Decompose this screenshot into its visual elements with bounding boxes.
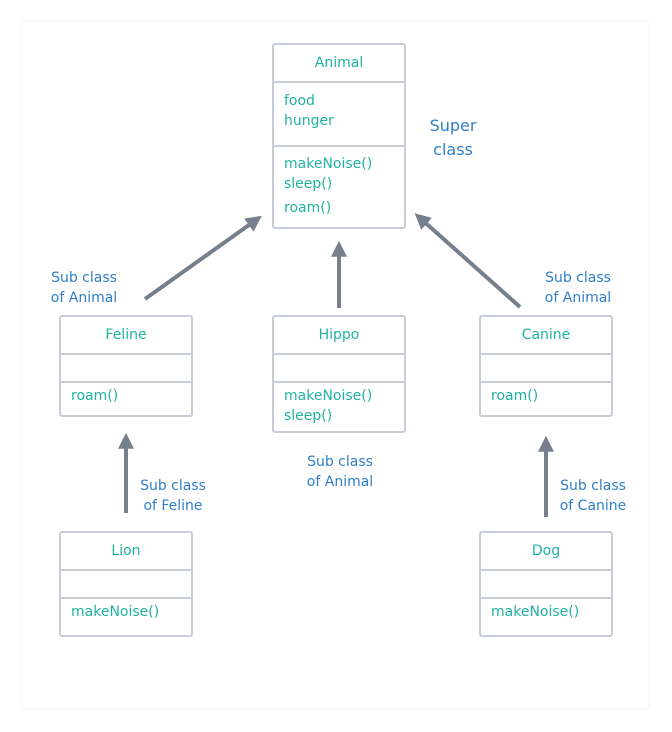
- method-roam: roam(): [284, 200, 332, 216]
- class-box-lion: Lion makeNoise(): [59, 531, 193, 637]
- label-canine-subclass: Sub class of Animal: [534, 268, 622, 308]
- attributes-section: food hunger: [274, 81, 404, 145]
- class-name-feline: Feline: [61, 317, 191, 353]
- label-feline-subclass: Sub class of Animal: [40, 268, 128, 308]
- method-roam: roam(): [71, 388, 119, 404]
- label-line: class: [433, 140, 473, 159]
- attributes-section: [481, 569, 611, 597]
- class-title: Lion: [111, 543, 141, 559]
- class-name-hippo: Hippo: [274, 317, 404, 353]
- label-line: of Feline: [143, 498, 203, 514]
- class-box-dog: Dog makeNoise(): [479, 531, 613, 637]
- arrow-feline-to-animal: [143, 215, 262, 301]
- label-line: Sub class: [51, 270, 117, 286]
- label-line: of Animal: [50, 290, 118, 306]
- class-title: Dog: [531, 543, 561, 559]
- method-sleep: sleep(): [284, 176, 333, 192]
- label-dog-subclass: Sub class of Canine: [548, 476, 638, 516]
- label-super-class: Super class: [418, 114, 488, 162]
- label-line: Sub class: [140, 478, 206, 494]
- class-title: Feline: [105, 327, 147, 343]
- method-makenoise: makeNoise(): [491, 604, 580, 620]
- label-line: of Animal: [544, 290, 612, 306]
- class-title: Animal: [314, 55, 364, 71]
- class-box-hippo: Hippo makeNoise() sleep(): [272, 315, 406, 433]
- label-line: Sub class: [560, 478, 626, 494]
- label-line: Sub class: [545, 270, 611, 286]
- class-box-canine: Canine roam(): [479, 315, 613, 417]
- attributes-section: [61, 353, 191, 381]
- methods-section: roam(): [481, 381, 611, 415]
- method-makenoise: makeNoise(): [71, 604, 160, 620]
- class-name-lion: Lion: [61, 533, 191, 569]
- label-line: Super: [429, 116, 477, 135]
- attributes-section: [274, 353, 404, 381]
- label-line: Sub class: [307, 454, 373, 470]
- label-hippo-subclass: Sub class of Animal: [295, 452, 385, 492]
- class-box-animal: Animal food hunger makeNoise() sleep() r…: [272, 43, 406, 229]
- class-box-feline: Feline roam(): [59, 315, 193, 417]
- methods-section: makeNoise(): [481, 597, 611, 635]
- class-name-dog: Dog: [481, 533, 611, 569]
- methods-section: makeNoise() sleep(): [274, 381, 404, 431]
- method-roam: roam(): [491, 388, 539, 404]
- class-title: Hippo: [318, 327, 360, 343]
- method-makenoise: makeNoise(): [284, 388, 373, 404]
- label-line: of Canine: [559, 498, 627, 514]
- methods-section: makeNoise(): [61, 597, 191, 635]
- arrow-canine-to-animal: [414, 213, 522, 309]
- attribute-food: food: [284, 93, 315, 109]
- method-sleep: sleep(): [284, 408, 333, 424]
- class-name-canine: Canine: [481, 317, 611, 353]
- class-title: Canine: [521, 327, 571, 343]
- attributes-section: [61, 569, 191, 597]
- class-name-animal: Animal: [274, 45, 404, 81]
- attributes-section: [481, 353, 611, 381]
- label-line: of Animal: [306, 474, 374, 490]
- method-makenoise: makeNoise(): [284, 156, 373, 172]
- label-lion-subclass: Sub class of Feline: [128, 476, 218, 516]
- attribute-hunger: hunger: [284, 113, 334, 129]
- methods-section: roam(): [61, 381, 191, 415]
- methods-section: makeNoise() sleep() roam(): [274, 145, 404, 227]
